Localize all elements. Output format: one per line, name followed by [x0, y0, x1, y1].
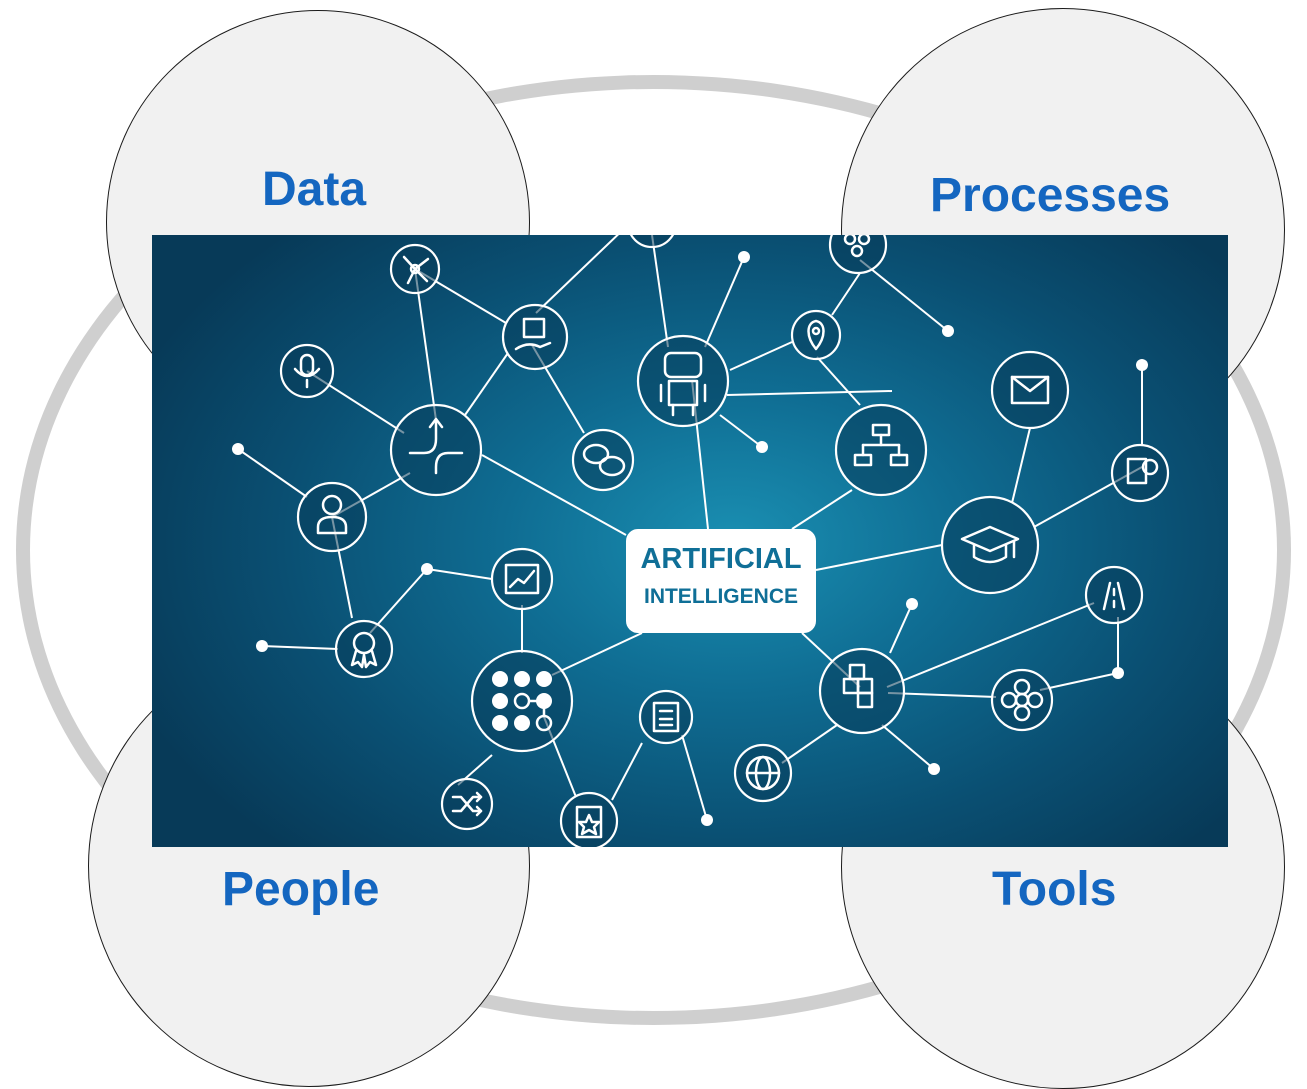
network-nodes-icon [402, 255, 430, 285]
graduation-cap-icon [960, 525, 1020, 564]
www-globe-icon [745, 755, 781, 791]
network-endpoints [232, 251, 1148, 826]
processes-label: Processes [930, 169, 1171, 222]
growth-chart-icon [504, 563, 540, 595]
center-subtitle: INTELLIGENCE [643, 585, 798, 608]
shuffle-icon [451, 791, 483, 817]
network-edges [237, 235, 1143, 821]
merge-arrow-icon [408, 417, 464, 475]
box-in-hand-icon [514, 317, 552, 351]
road-icon [1102, 581, 1126, 611]
star-card-icon [575, 805, 603, 839]
flower-icon [1000, 678, 1044, 722]
ai-center-label: ARTIFICIAL INTELLIGENCE [626, 529, 816, 633]
dot-grid-links [513, 692, 553, 732]
hexagon-cluster-icon [843, 235, 871, 258]
document-check-icon [1126, 457, 1159, 485]
location-pin-icon [807, 319, 825, 351]
people-label: People [222, 863, 380, 916]
award-ribbon-icon [350, 631, 378, 669]
person-icon [316, 494, 348, 535]
microphone-icon [293, 353, 321, 389]
flowchart-icon [853, 423, 909, 467]
cubes-icon [842, 663, 874, 709]
checklist-icon [652, 701, 680, 733]
node-glyphs [293, 235, 1159, 839]
network-graph [232, 235, 1170, 847]
center-title: ARTIFICIAL [640, 543, 802, 575]
chat-bubbles-icon [582, 443, 626, 477]
envelope-icon [1010, 375, 1050, 405]
robot-icon [659, 351, 707, 417]
dot-grid-icon [492, 671, 552, 731]
ai-network-image: ARTIFICIAL INTELLIGENCE [152, 235, 1228, 847]
data-label: Data [262, 163, 367, 216]
tools-label: Tools [992, 863, 1117, 916]
